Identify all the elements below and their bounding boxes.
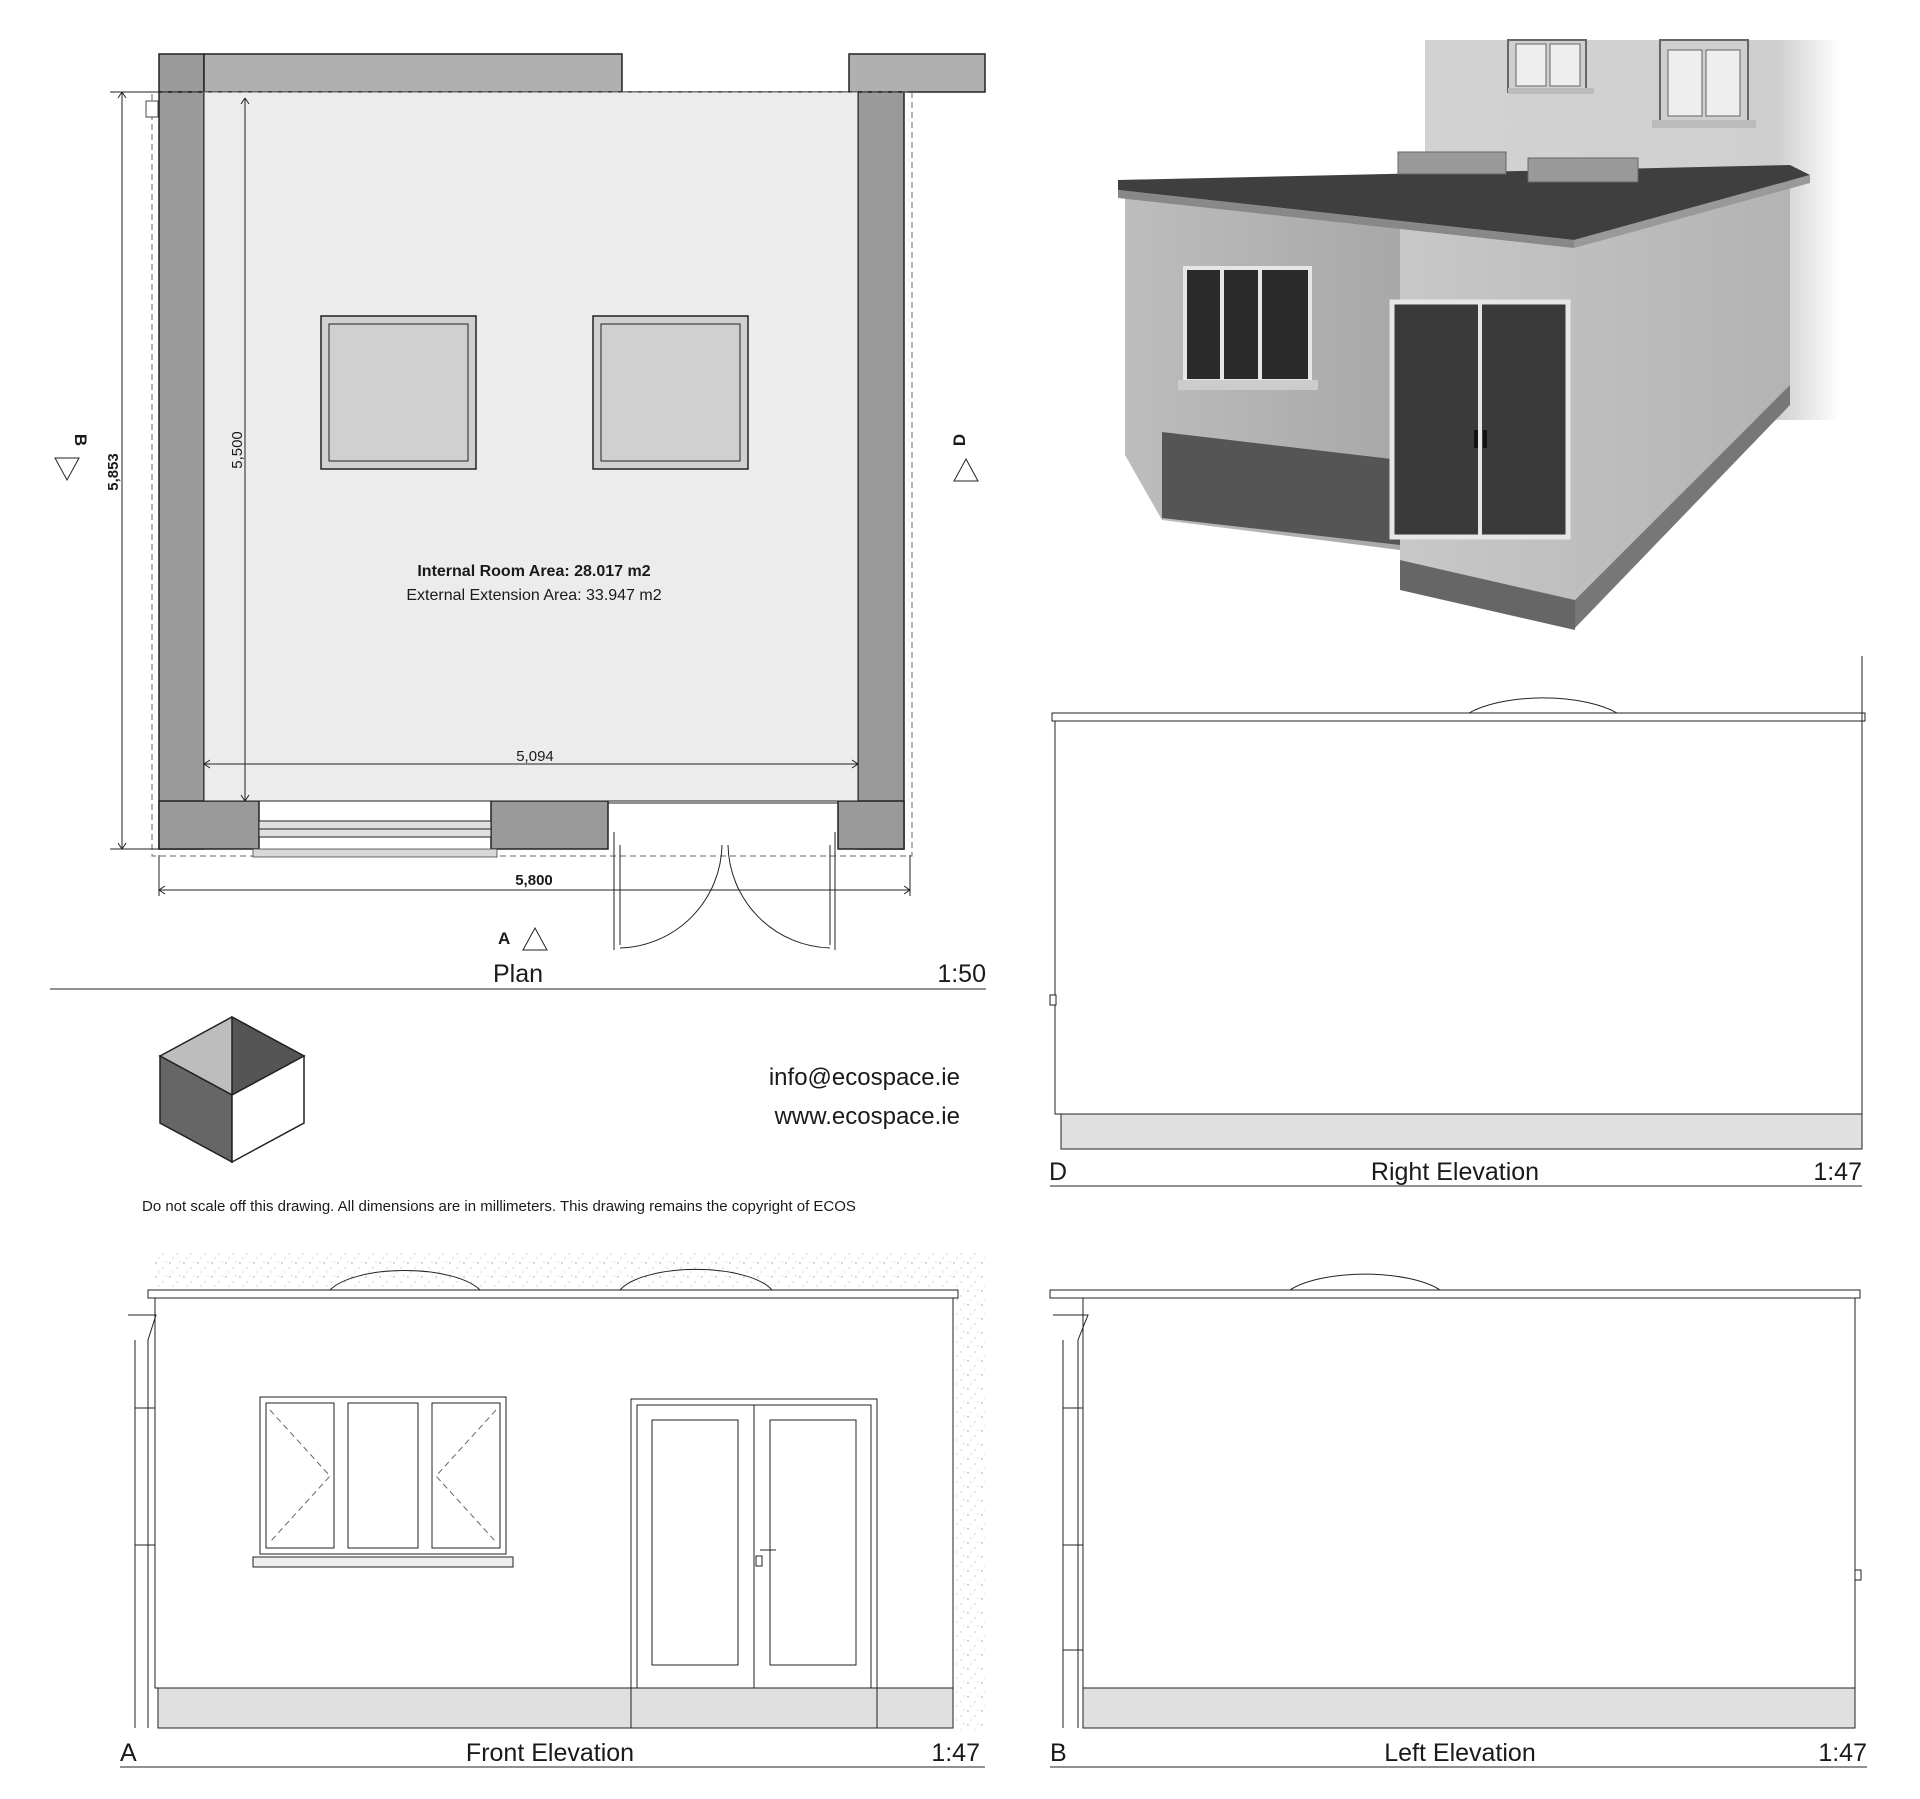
plan-wall-right <box>857 91 905 850</box>
plan-wall-left <box>158 91 205 850</box>
dim-overall-width-text: 5,800 <box>515 872 553 889</box>
dim-internal-width-text: 5,094 <box>516 748 554 765</box>
right-elevation-scale: 1:47 <box>1813 1158 1862 1186</box>
rendered-3d-view <box>1118 39 1840 630</box>
marker-b-label: B <box>71 434 90 446</box>
marker-d-label: D <box>950 434 969 446</box>
rooflight-right <box>592 315 749 470</box>
dim-internal-depth: 5,500 <box>229 97 250 802</box>
dim-overall-depth: 5,853 <box>105 91 160 850</box>
front-window <box>252 1396 514 1568</box>
contact-email[interactable]: info@ecospace.ie <box>769 1064 960 1091</box>
internal-room-area: Internal Room Area: 28.017 m2 <box>417 563 650 580</box>
external-extension-area: External Extension Area: 33.947 m2 <box>406 587 661 604</box>
front-elevation-marker: A <box>120 1739 137 1767</box>
dim-overall-depth-text: 5,853 <box>105 453 122 491</box>
right-elevation: D Right Elevation 1:47 <box>1049 656 1866 1187</box>
marker-a: A <box>498 926 548 951</box>
door-swing-right <box>727 844 831 949</box>
front-door <box>630 1398 878 1728</box>
plan-scale: 1:50 <box>937 960 986 988</box>
plan-wall-front-mid <box>490 800 609 850</box>
plan-floor <box>203 91 859 802</box>
plan-wall-front-right <box>837 800 905 850</box>
left-elevation-scale: 1:47 <box>1818 1739 1867 1767</box>
left-elevation-title: Left Elevation <box>1384 1739 1536 1767</box>
left-elevation-marker: B <box>1050 1739 1067 1767</box>
ecospace-logo <box>158 1015 306 1164</box>
plan-title: Plan <box>493 960 543 988</box>
right-elevation-marker: D <box>1049 1158 1067 1186</box>
plan-wall-front-left <box>158 800 260 850</box>
front-elevation-scale: 1:47 <box>931 1739 980 1767</box>
dim-overall-width: 5,800 <box>158 855 911 896</box>
left-elevation: B Left Elevation 1:47 <box>1049 1273 1867 1768</box>
plan-drawing: 5,094 5,500 5,853 5,800 Inte <box>50 53 986 990</box>
house-wall-right <box>848 53 986 93</box>
house-wall-top <box>203 53 623 93</box>
house-wall-left <box>158 53 205 93</box>
front-elevation-title: Front Elevation <box>466 1739 634 1767</box>
marker-b: B <box>54 434 90 482</box>
front-elevation: A Front Elevation 1:47 <box>120 1250 985 1768</box>
rooflight-left <box>320 315 477 470</box>
dim-internal-width: 5,094 <box>203 748 859 769</box>
right-elevation-title: Right Elevation <box>1371 1158 1539 1186</box>
dim-internal-depth-text: 5,500 <box>229 431 246 469</box>
door-swing-left <box>619 844 723 949</box>
contact-website[interactable]: www.ecospace.ie <box>774 1103 960 1130</box>
disclaimer-note: Do not scale off this drawing. All dimen… <box>142 1198 856 1215</box>
marker-d: D <box>950 434 979 482</box>
marker-a-label: A <box>498 929 510 948</box>
